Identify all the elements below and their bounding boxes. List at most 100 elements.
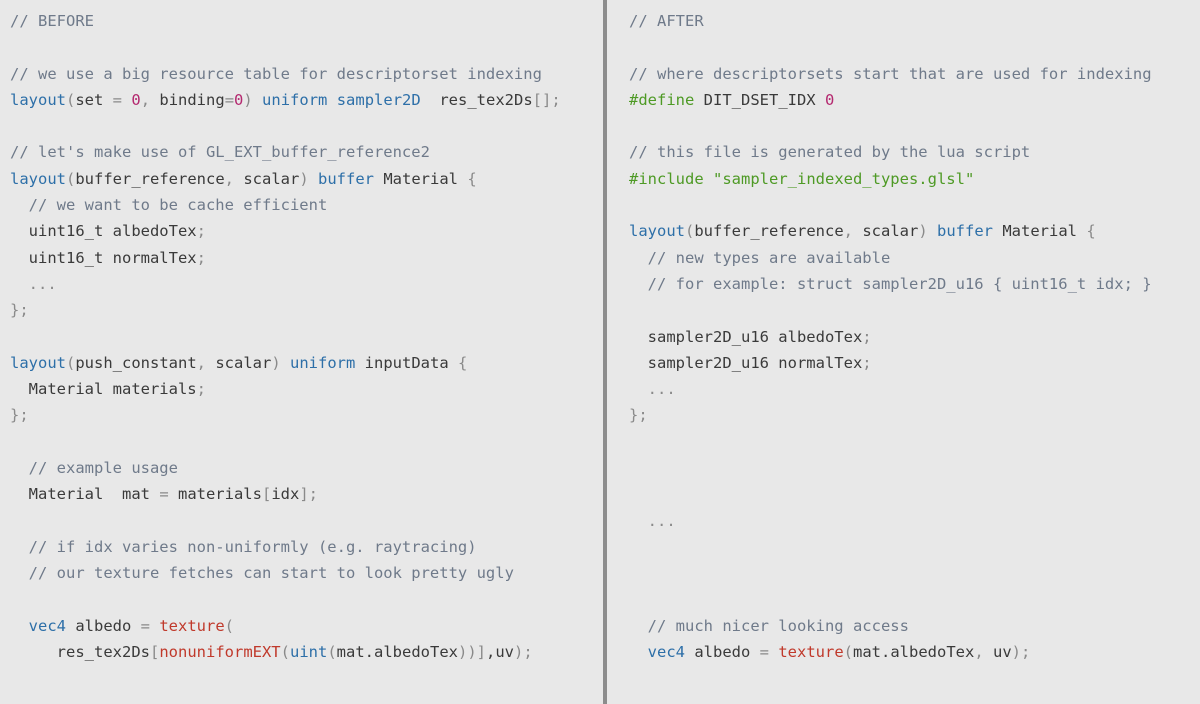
- code-line: // much nicer looking access: [629, 613, 1200, 639]
- code-line: // let's make use of GL_EXT_buffer_refer…: [10, 139, 603, 165]
- code-token: ...: [629, 380, 676, 399]
- code-line: // if idx varies non-uniformly (e.g. ray…: [10, 534, 603, 560]
- code-token: sampler2D_u16 albedoTex: [629, 327, 863, 346]
- code-token: uint: [290, 643, 328, 662]
- code-token: 0: [824, 90, 835, 109]
- code-token: [: [149, 643, 160, 662]
- code-line: vec4 albedo = texture(mat.albedoTex, uv)…: [629, 639, 1200, 665]
- code-token: albedo: [685, 643, 760, 662]
- code-line: // new types are available: [629, 245, 1200, 271]
- code-token: =: [112, 90, 132, 109]
- code-token: scalar: [862, 222, 919, 241]
- code-token: ,: [974, 643, 993, 662]
- code-line: [629, 429, 1200, 455]
- code-line: [10, 113, 603, 139]
- code-token: // if idx varies non-uniformly (e.g. ray…: [10, 537, 477, 556]
- code-line: layout(buffer_reference, scalar) buffer …: [629, 218, 1200, 244]
- code-line: uint16_t albedoTex;: [10, 218, 603, 244]
- code-token: [];: [532, 90, 561, 109]
- code-token: ...: [10, 274, 57, 293]
- code-line: // BEFORE: [10, 8, 603, 34]
- code-token: push_constant: [75, 353, 197, 372]
- code-token: buffer: [937, 222, 993, 241]
- code-token: {: [467, 169, 477, 188]
- code-line: Material mat = materials[idx];: [10, 481, 603, 507]
- code-token: layout: [10, 90, 66, 109]
- code-token: ;: [196, 222, 206, 241]
- code-line: [629, 455, 1200, 481]
- code-line: // for example: struct sampler2D_u16 { u…: [629, 271, 1200, 297]
- code-line: sampler2D_u16 normalTex;: [629, 350, 1200, 376]
- code-token: (: [66, 353, 76, 372]
- code-line: layout(buffer_reference, scalar) buffer …: [10, 166, 603, 192]
- code-token: ,: [224, 169, 244, 188]
- code-line: [629, 297, 1200, 323]
- code-line: // AFTER: [629, 8, 1200, 34]
- code-token: layout: [10, 353, 66, 372]
- code-token: vec4: [10, 616, 66, 635]
- code-line: [629, 587, 1200, 613]
- code-token: // this file is generated by the lua scr…: [629, 143, 1031, 162]
- code-token: #define: [629, 90, 695, 109]
- code-token: =: [159, 485, 178, 504]
- code-token: layout: [10, 169, 66, 188]
- code-token: };: [10, 406, 29, 425]
- code-token: // we want to be cache efficient: [10, 196, 328, 215]
- code-line: // where descriptorsets start that are u…: [629, 61, 1200, 87]
- code-token: uniform: [290, 353, 356, 372]
- code-token: texture: [159, 616, 225, 635]
- code-token: res_tex2Ds: [420, 90, 533, 109]
- code-line: [10, 34, 603, 60]
- code-token: =: [759, 643, 779, 662]
- code-token: ,: [140, 90, 160, 109]
- code-token: scalar: [243, 169, 300, 188]
- code-token: ,: [843, 222, 863, 241]
- code-line: };: [10, 402, 603, 428]
- code-token: Material: [374, 169, 468, 188]
- code-token: (: [327, 643, 337, 662]
- before-code-lines: // BEFORE // we use a big resource table…: [10, 8, 603, 665]
- code-token: ): [243, 90, 263, 109]
- code-token: vec4: [629, 643, 685, 662]
- code-token: buffer_reference: [694, 222, 844, 241]
- code-line: uint16_t normalTex;: [10, 245, 603, 271]
- code-token: buffer_reference: [75, 169, 225, 188]
- code-token: 0: [234, 90, 244, 109]
- code-token: // example usage: [10, 459, 178, 478]
- code-line: res_tex2Ds[nonuniformEXT(uint(mat.albedo…: [10, 639, 603, 665]
- code-token: ,: [196, 353, 216, 372]
- code-token: Material: [993, 222, 1087, 241]
- code-token: {: [1086, 222, 1096, 241]
- code-token: );: [514, 643, 533, 662]
- code-line: layout(push_constant, scalar) uniform in…: [10, 350, 603, 376]
- code-token: ): [299, 169, 318, 188]
- code-token: mat.albedoTex: [336, 643, 458, 662]
- code-token: binding: [159, 90, 225, 109]
- code-token: uint16_t normalTex: [10, 248, 197, 267]
- code-token: };: [629, 406, 648, 425]
- code-token: ;: [862, 353, 872, 372]
- code-line: [10, 587, 603, 613]
- code-token: // let's make use of GL_EXT_buffer_refer…: [10, 143, 430, 162]
- code-line: vec4 albedo = texture(: [10, 613, 603, 639]
- code-line: // we want to be cache efficient: [10, 192, 603, 218]
- code-token: {: [458, 353, 468, 372]
- code-line: #include "sampler_indexed_types.glsl": [629, 166, 1200, 192]
- code-token: #include: [629, 169, 713, 188]
- code-token: (: [843, 643, 853, 662]
- code-token: // where descriptorsets start that are u…: [629, 64, 1152, 83]
- code-line: // our texture fetches can start to look…: [10, 560, 603, 586]
- code-token: ;: [196, 248, 206, 267]
- code-line: [629, 192, 1200, 218]
- code-token: =: [224, 90, 235, 109]
- code-token: (: [66, 90, 76, 109]
- code-token: texture: [778, 643, 844, 662]
- code-token: // for example: struct sampler2D_u16 { u…: [629, 274, 1152, 293]
- code-token: uint16_t albedoTex: [10, 222, 197, 241]
- code-token: [: [261, 485, 272, 504]
- code-token: Material materials: [10, 380, 197, 399]
- code-line: [629, 34, 1200, 60]
- before-code-panel: // BEFORE // we use a big resource table…: [10, 8, 603, 665]
- panel-divider: [603, 0, 607, 704]
